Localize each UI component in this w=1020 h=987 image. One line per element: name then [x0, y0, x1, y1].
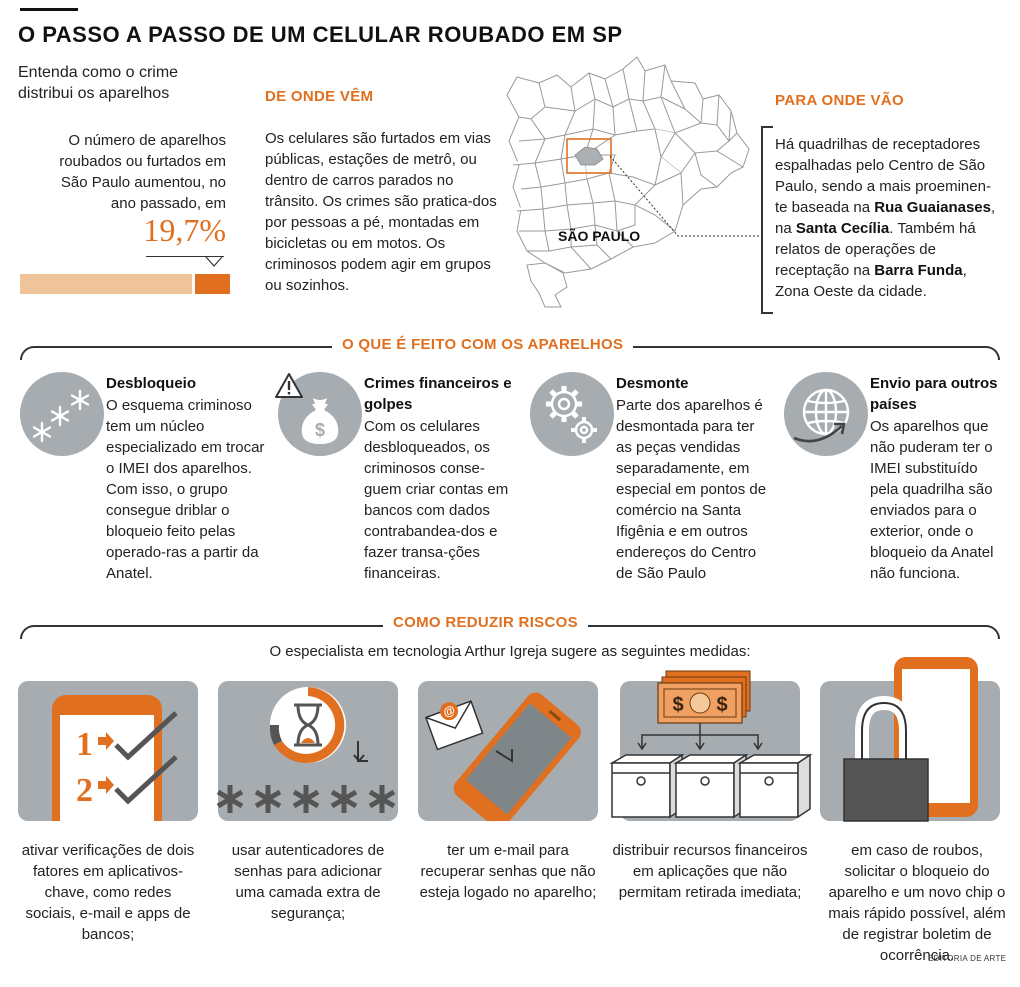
warning-icon: [275, 373, 303, 398]
money-boxes-icon: $ $: [609, 670, 813, 821]
como-intro: O especialista em tecnologia Arthur Igre…: [269, 643, 751, 660]
section-heading-de-onde: DE ONDE VÊM: [265, 88, 374, 105]
increase-value: 19,7%: [143, 212, 226, 248]
map-connector: [609, 155, 760, 237]
para-onde-bold-1: Rua Guaianases: [874, 199, 991, 216]
value-pointer: [205, 256, 223, 267]
para-onde-text: Há quadrilhas de receptadores espalhadas…: [775, 134, 1000, 302]
svg-text:$: $: [315, 420, 325, 440]
tip-caption-5: em caso de roubos, solicitar o bloqueio …: [828, 842, 1006, 964]
page-subtitle: Entenda como o crime distribui os aparel…: [18, 64, 179, 102]
gears-icon: [530, 372, 614, 456]
para-onde-text-4: , Zona Oeste da cidade.: [775, 262, 967, 300]
value-underline: [146, 256, 224, 257]
step-number-2: 2: [76, 772, 93, 809]
item-text-desmonte: Parte dos aparelhos é desmontada para te…: [616, 397, 767, 582]
item-title-crimes: Crimes financeiros e golpes: [364, 375, 512, 413]
item-text-desbloqueio: O esquema criminoso tem um núcleo especi…: [106, 397, 265, 582]
para-onde-text-1: Há quadrilhas de receptadores espalhadas…: [775, 136, 991, 216]
tip-caption-4: distribuir recursos financeiros em aplic…: [612, 842, 808, 901]
step-number-1: 1: [76, 726, 93, 763]
item-title-envio: Envio para outros países: [870, 375, 998, 413]
svg-text:$: $: [672, 694, 683, 716]
two-factor-icon: 1 2: [18, 681, 198, 845]
bracket: [761, 126, 773, 314]
asterisk-icon: [20, 372, 104, 456]
map-label: SÃO PAULO: [558, 228, 641, 244]
increase-bar-base: [20, 274, 192, 294]
section-heading-o-que: O QUE É FEITO COM OS APARELHOS: [332, 336, 634, 353]
section-heading-para-onde: PARA ONDE VÃO: [775, 92, 904, 109]
increase-bar: [20, 274, 230, 294]
tip-caption-3: ter um e-mail para recuperar senhas que …: [419, 842, 597, 901]
item-title-desmonte: Desmonte: [616, 375, 689, 392]
de-onde-text: Os celulares são furtados em vias públic…: [265, 130, 497, 294]
svg-text:$: $: [716, 694, 727, 716]
item-text-crimes: Com os celulares desbloqueados, os crimi…: [364, 418, 509, 582]
para-onde-bold-2: Santa Cecília: [795, 220, 890, 237]
page-title: O PASSO A PASSO DE UM CELULAR ROUBADO EM…: [18, 22, 623, 47]
increase-bar-fill: [195, 274, 230, 294]
top-rule: [20, 8, 78, 11]
para-onde-bold-3: Barra Funda: [874, 262, 963, 279]
para-onde-text-3: . Também há relatos de operações de rece…: [775, 220, 976, 279]
padlock-phone-icon: [820, 657, 1000, 822]
sao-paulo-map: [506, 56, 750, 308]
section-heading-como: COMO REDUZIR RISCOS: [383, 614, 588, 631]
item-title-desbloqueio: Desbloqueio: [106, 375, 197, 392]
credit: EDITORIA DE ARTE: [928, 954, 1007, 963]
item-text-envio: Os aparelhos que não puderam ter o IMEI …: [870, 418, 994, 582]
intro-text: O número de aparelhos roubados ou furtad…: [59, 132, 226, 212]
svg-text:@: @: [441, 703, 457, 720]
hourglass-icon: [216, 681, 398, 821]
globe-icon: [784, 372, 868, 456]
tip-caption-2: usar autenticadores de senhas para adici…: [231, 842, 385, 922]
para-onde-text-2: , na: [775, 199, 996, 237]
email-phone-icon: @: [418, 681, 598, 829]
tip-caption-1: ativar verificações de dois fatores em a…: [21, 842, 195, 943]
